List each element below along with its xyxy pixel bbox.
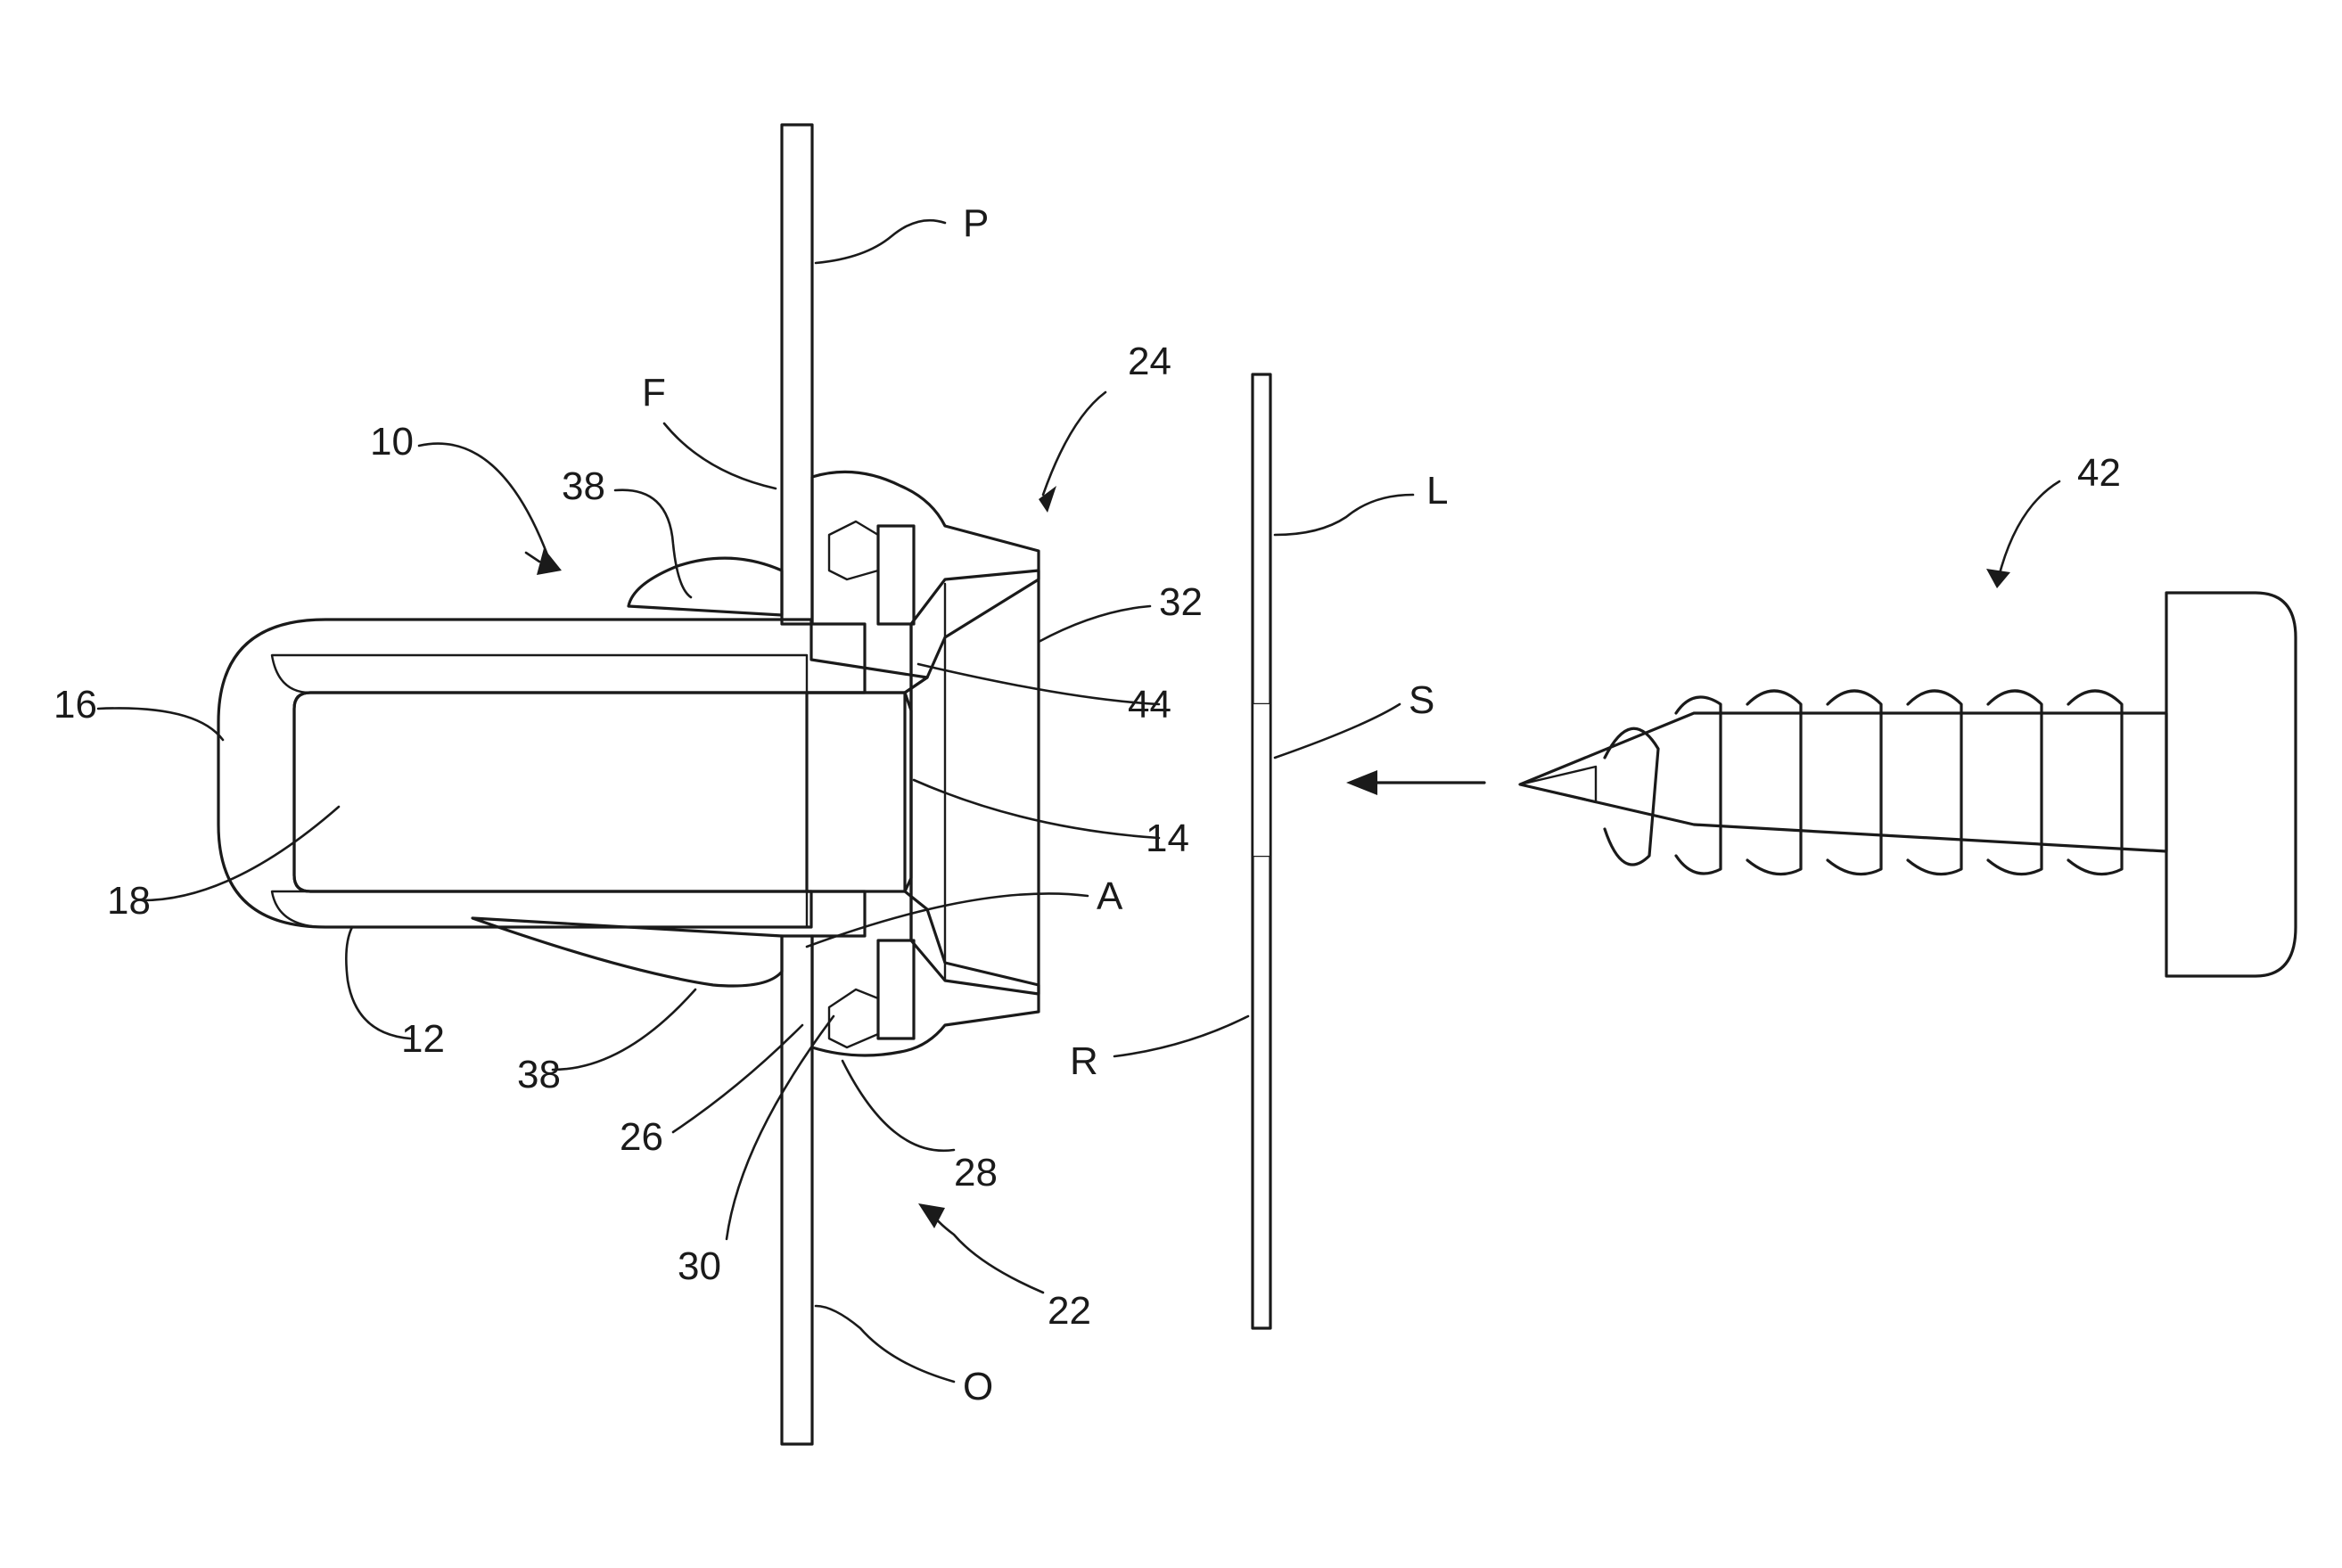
retention-tabs xyxy=(473,558,782,986)
second-panel xyxy=(1253,374,1270,1328)
label-30: 30 xyxy=(678,1244,721,1288)
label-38-bottom: 38 xyxy=(517,1053,561,1096)
label-A: A xyxy=(1097,874,1123,918)
label-24: 24 xyxy=(1128,340,1171,383)
leader-lines xyxy=(98,220,2059,1382)
label-44: 44 xyxy=(1128,683,1171,727)
label-10: 10 xyxy=(370,420,414,464)
label-18: 18 xyxy=(107,879,151,923)
label-O: O xyxy=(963,1365,993,1408)
label-28: 28 xyxy=(954,1151,998,1194)
label-14: 14 xyxy=(1146,817,1189,860)
label-12: 12 xyxy=(401,1017,445,1061)
label-L: L xyxy=(1426,469,1448,513)
label-P: P xyxy=(963,201,989,245)
label-S: S xyxy=(1409,678,1434,722)
label-42: 42 xyxy=(2077,451,2121,495)
insert-body xyxy=(218,620,927,927)
label-16: 16 xyxy=(53,683,97,727)
insertion-arrow xyxy=(1346,770,1484,795)
label-22: 22 xyxy=(1048,1289,1091,1333)
label-F: F xyxy=(642,371,666,415)
screw xyxy=(1520,593,2296,976)
label-32: 32 xyxy=(1159,580,1203,624)
label-R: R xyxy=(1070,1039,1098,1083)
label-38-top: 38 xyxy=(562,464,605,508)
reference-labels: P F 24 10 38 L 42 32 44 16 S 14 18 A 12 … xyxy=(53,201,2121,1408)
insert-head xyxy=(807,472,1039,1055)
label-26: 26 xyxy=(620,1115,663,1159)
